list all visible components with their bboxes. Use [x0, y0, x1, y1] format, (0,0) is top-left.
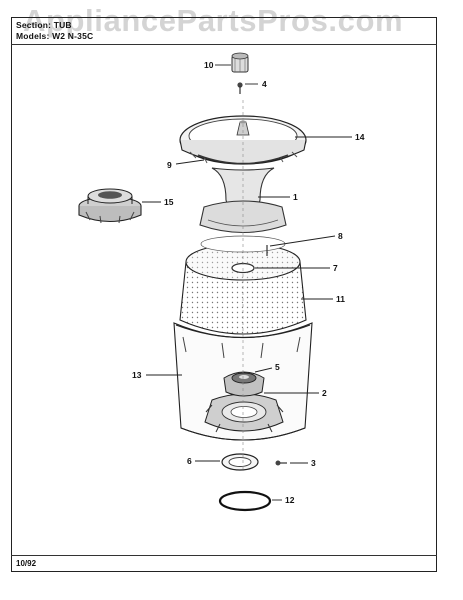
- callout-14: 14: [355, 132, 365, 142]
- leader-lines: [142, 64, 352, 501]
- callout-8: 8: [338, 231, 343, 241]
- part-4-screw[interactable]: [237, 82, 243, 94]
- part-10-cap[interactable]: [231, 52, 249, 73]
- header-divider: [11, 44, 437, 45]
- callout-3: 3: [311, 458, 316, 468]
- callout-15: 15: [164, 197, 174, 207]
- model-label: Models: W2 N-35C: [16, 31, 94, 41]
- part-5-hub[interactable]: [223, 371, 265, 397]
- callout-12: 12: [285, 495, 295, 505]
- watermark-text: AppliancePartsPros.com: [23, 3, 404, 38]
- part-9-ring-base[interactable]: [197, 154, 289, 165]
- callout-7: 7: [333, 263, 338, 273]
- callout-9: 9: [167, 160, 172, 170]
- part-6-washer[interactable]: [221, 453, 259, 471]
- footer-date: 10/92: [16, 559, 37, 568]
- part-12-o-ring[interactable]: [218, 490, 272, 512]
- callout-11: 11: [336, 294, 345, 304]
- callout-10: 10: [204, 60, 214, 70]
- callout-6: 6: [187, 456, 192, 466]
- callout-2: 2: [322, 388, 327, 398]
- section-label: Section: TUB: [16, 20, 72, 30]
- part-3-bolt[interactable]: [275, 460, 288, 466]
- callout-1: 1: [293, 192, 298, 202]
- part-2-seal[interactable]: [204, 393, 284, 433]
- footer-divider: [11, 555, 437, 556]
- callout-5: 5: [275, 362, 280, 372]
- part-15-nut[interactable]: [78, 188, 142, 224]
- callout-4: 4: [262, 79, 267, 89]
- diagram-frame: [11, 17, 437, 572]
- callout-13: 13: [132, 370, 142, 380]
